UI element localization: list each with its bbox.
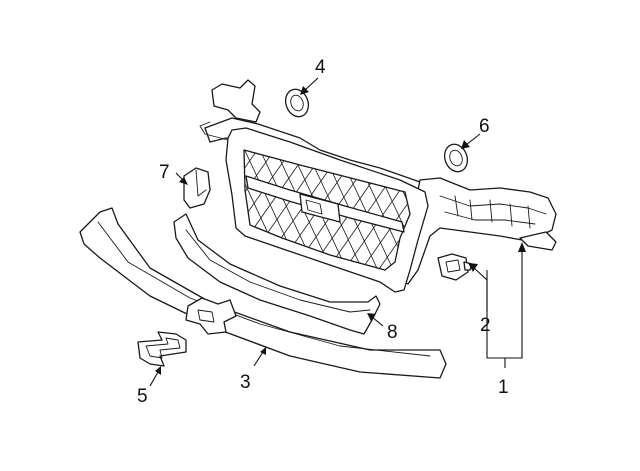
callout-2: 2 [480,315,491,336]
leader-7 [175,172,184,181]
leader-7-arrow [179,177,188,185]
callout-1: 1 [498,377,509,398]
leader-1-arrow [518,242,526,252]
leader-lines [149,77,526,387]
leader-8 [371,316,384,327]
bowtie-emblem [137,331,187,367]
leader-6-arrow [461,140,470,149]
callout-5: 5 [137,386,148,407]
leader-8-arrow [367,313,376,321]
grille-clip [437,253,473,281]
leader-3 [253,351,264,367]
lower-grille-trim [79,207,447,379]
leader-4-arrow [300,86,309,95]
round-insulator-4 [284,88,310,118]
leader-4 [304,77,319,91]
leader-3-arrow [260,347,266,355]
leader-5 [149,371,159,387]
callout-3: 3 [240,372,251,393]
callout-8: 8 [387,322,398,343]
round-insulator-6 [443,143,469,173]
lower-molding [173,213,381,335]
leader-5-arrow [155,366,161,375]
leader-1 [486,250,523,359]
grille-assembly [199,79,557,293]
grille-bracket [183,167,211,209]
callout-4: 4 [315,57,326,78]
leader-2-arrow [468,263,478,272]
callout-6: 6 [479,116,490,137]
leader-2 [473,267,488,312]
callout-7: 7 [159,162,170,183]
callout-labels: 1 2 3 4 5 6 7 8 [137,57,509,407]
leader-6 [465,133,481,146]
